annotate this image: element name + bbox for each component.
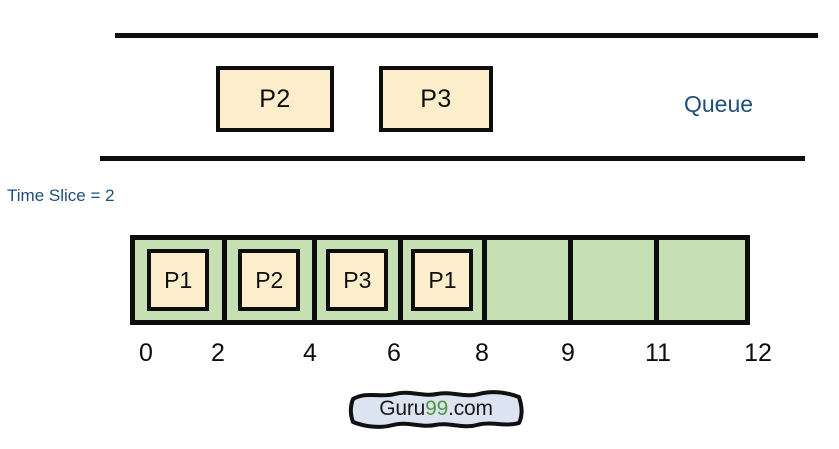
gantt-chart: P1 P2 P3 P1 xyxy=(130,235,750,325)
watermark-text-99: 99 xyxy=(425,397,449,420)
queue-rail-bottom xyxy=(100,156,805,161)
gantt-process-label: P2 xyxy=(255,266,284,293)
gantt-process-box: P1 xyxy=(147,249,210,311)
gantt-process-box: P1 xyxy=(411,249,474,311)
queue-rail-top xyxy=(115,33,818,38)
queue-process-box-p2: P2 xyxy=(216,66,334,132)
gantt-cell xyxy=(659,240,746,320)
gantt-process-box: P2 xyxy=(238,249,301,311)
axis-tick: 12 xyxy=(744,339,772,367)
queue-title-label: Queue xyxy=(684,91,754,117)
gantt-cell: P1 xyxy=(402,240,488,320)
axis-tick: 8 xyxy=(475,339,489,367)
watermark-shape-icon xyxy=(348,390,524,429)
gantt-time-axis: 0 2 4 6 8 9 11 12 xyxy=(0,339,839,374)
time-slice-label: Time Slice = 2 xyxy=(7,186,115,205)
axis-tick: 4 xyxy=(303,339,317,367)
watermark-text-com: .com xyxy=(448,397,493,420)
gantt-process-label: P1 xyxy=(428,266,457,293)
axis-tick: 2 xyxy=(211,339,225,367)
queue-process-label: P3 xyxy=(420,84,452,113)
axis-tick: 11 xyxy=(645,339,671,367)
axis-tick: 9 xyxy=(561,339,575,367)
gantt-process-label: P1 xyxy=(164,266,193,293)
gantt-cell: P2 xyxy=(226,240,318,320)
gantt-cell xyxy=(572,240,660,320)
axis-tick: 6 xyxy=(387,339,401,367)
gantt-cell: P3 xyxy=(317,240,403,320)
queue-process-label: P2 xyxy=(259,84,291,113)
axis-tick: 0 xyxy=(139,339,153,367)
gantt-cell xyxy=(487,240,573,320)
gantt-process-label: P3 xyxy=(343,266,372,293)
watermark-text-guru: Guru xyxy=(379,397,426,420)
queue-process-box-p3: P3 xyxy=(379,66,493,132)
gantt-cell: P1 xyxy=(135,240,227,320)
gantt-process-box: P3 xyxy=(326,249,389,311)
